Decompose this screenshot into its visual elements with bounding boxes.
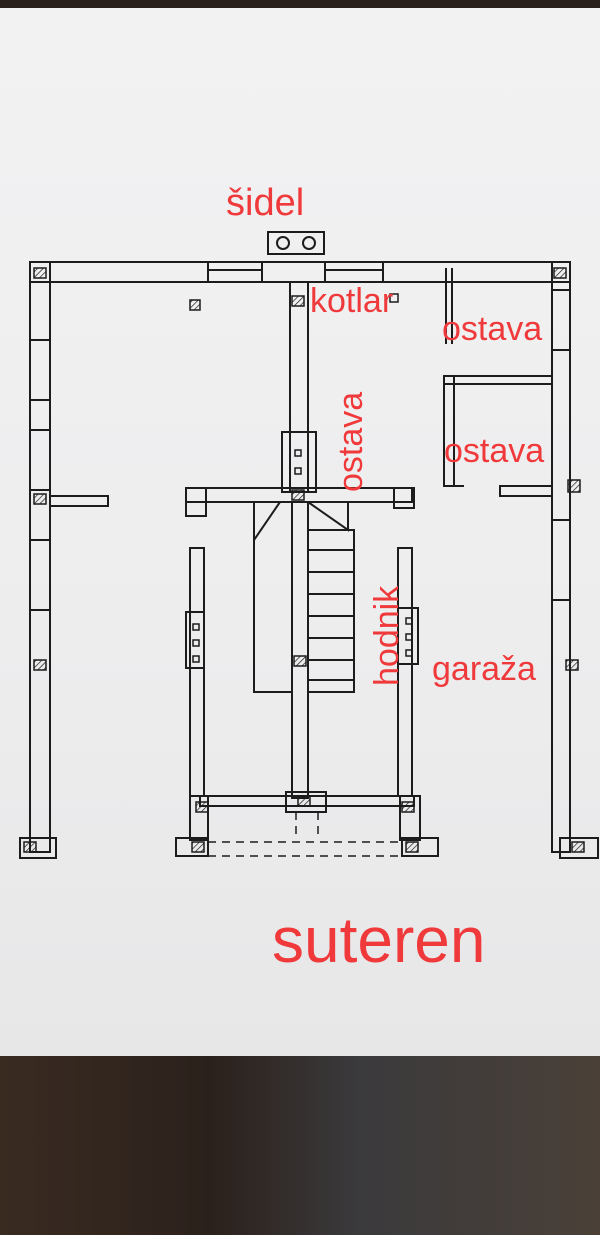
central-wall — [289, 281, 309, 493]
chimney-flue-left — [276, 236, 290, 250]
west-wall-foot — [19, 837, 57, 859]
label-chimney: šidel — [226, 182, 305, 224]
window-west-3 — [29, 539, 51, 611]
chimney-flue-right — [302, 236, 316, 250]
cross-wall-right-end — [393, 487, 415, 509]
north-wall — [29, 261, 571, 283]
background-floor — [0, 1056, 600, 1235]
stair-run — [307, 529, 355, 693]
label-floor-name: suteren — [272, 904, 486, 976]
storage-partition — [443, 375, 553, 385]
paper-sheet — [0, 8, 600, 1056]
label-storage-middle: ostava — [332, 391, 370, 492]
partition-stub-west — [49, 495, 109, 507]
east-wall-foot — [559, 837, 599, 859]
label-boiler-room: kotlar — [310, 282, 394, 320]
corridor-wall-left — [189, 547, 205, 797]
west-wall — [29, 261, 51, 853]
central-wall-base — [281, 431, 317, 493]
south-beam-center — [285, 791, 327, 813]
south-left-pier — [175, 837, 209, 857]
cross-wall-left-end — [185, 487, 207, 517]
label-hallway: hodnik — [368, 585, 406, 686]
window-north-2 — [324, 261, 384, 283]
chimney-block — [267, 231, 325, 255]
window-west-2 — [29, 429, 51, 491]
label-storage-right: ostava — [444, 432, 545, 470]
window-east-1 — [551, 289, 571, 351]
window-west-1 — [29, 339, 51, 401]
label-storage-top-right: ostava — [442, 310, 543, 348]
partition-stub-east — [499, 485, 553, 497]
window-north-1 — [207, 261, 263, 283]
window-east-2 — [551, 519, 571, 601]
stair-center-wall — [291, 501, 309, 799]
label-garage: garaža — [432, 650, 536, 688]
